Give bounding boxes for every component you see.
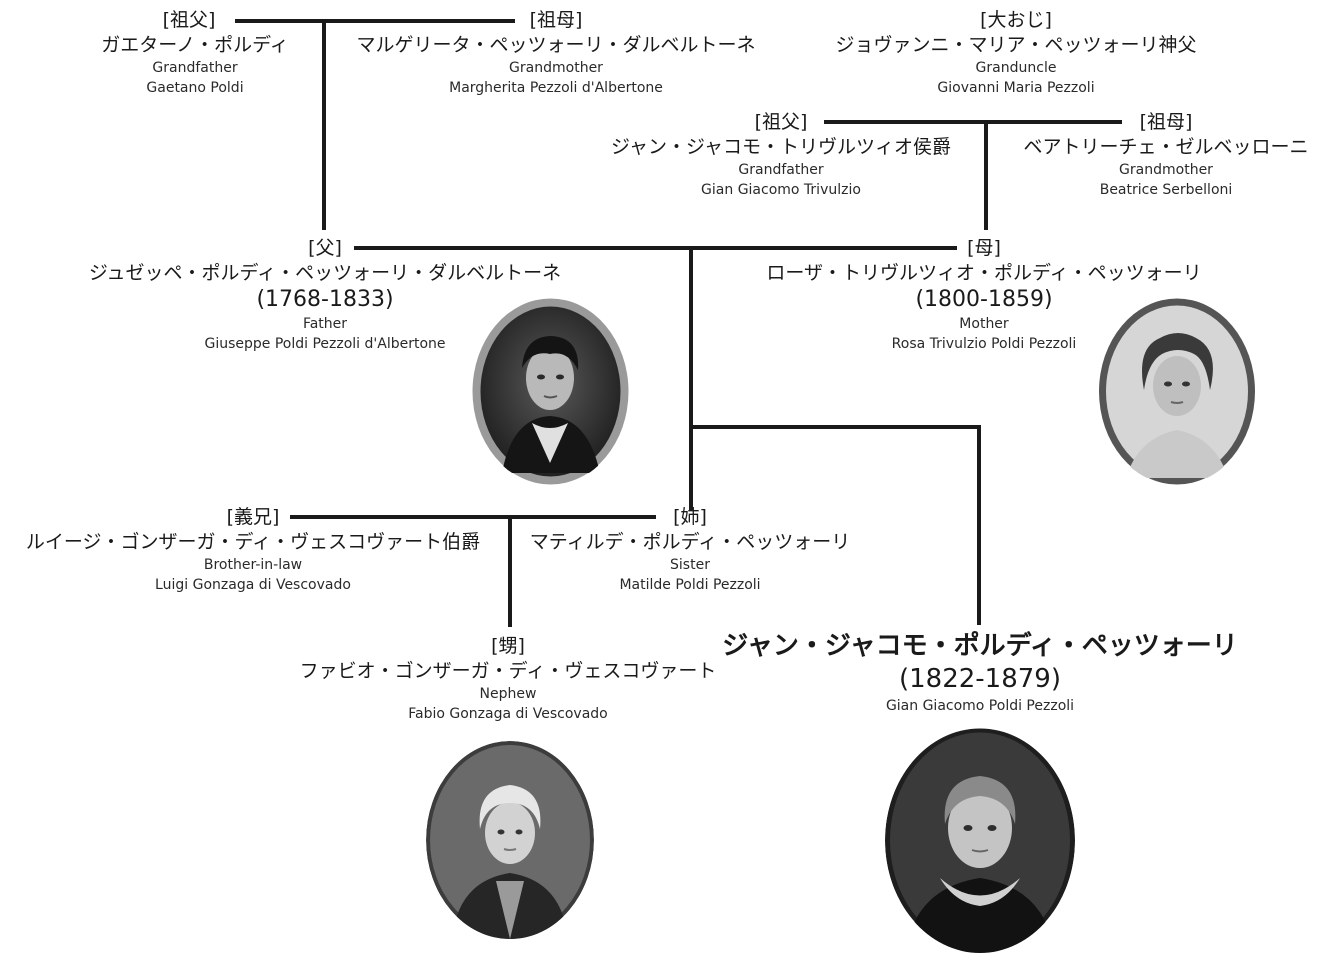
name-en: Fabio Gonzaga di Vescovado: [408, 706, 608, 722]
name-en: Gaetano Poldi: [146, 80, 244, 96]
name-jp: ローザ・トリヴルツィオ・ポルディ・ペッツォーリ: [766, 262, 1202, 284]
name-en: Luigi Gonzaga di Vescovado: [155, 577, 351, 593]
name-en: Matilde Poldi Pezzoli: [619, 577, 761, 593]
portrait-mother: [1098, 298, 1256, 485]
life-years: (1768-1833): [256, 287, 394, 312]
person-grandmother-pezzoli: [祖母] マルゲリータ・ペッツォーリ・ダルベルトーネ Grandmother M…: [356, 8, 755, 98]
name-jp: ルイージ・ゴンザーガ・ディ・ヴェスコヴァート伯爵: [25, 531, 481, 553]
role-label: [父]: [308, 237, 342, 259]
role-en: Grandmother: [509, 60, 603, 76]
name-jp: ファビオ・ゴンザーガ・ディ・ヴェスコヴァート: [299, 660, 717, 682]
name-jp: マティルデ・ポルディ・ペッツォーリ: [529, 531, 851, 553]
role-en: Grandfather: [738, 162, 824, 178]
person-nephew: [甥] ファビオ・ゴンザーガ・ディ・ヴェスコヴァート Nephew Fabio …: [300, 634, 717, 724]
role-label: [祖母]: [1139, 111, 1193, 133]
person-subject: ジャン・ジャコモ・ポルディ・ペッツォーリ (1822-1879) Gian Gi…: [722, 630, 1238, 716]
role-en: Father: [302, 316, 348, 332]
role-en: Grandfather: [152, 60, 238, 76]
name-en: Beatrice Serbelloni: [1099, 182, 1233, 198]
name-en: Gian Giacomo Trivulzio: [701, 182, 861, 198]
role-label: [義兄]: [226, 506, 280, 528]
name-en: Giovanni Maria Pezzoli: [937, 80, 1095, 96]
name-jp: マルゲリータ・ペッツォーリ・ダルベルトーネ: [356, 34, 756, 56]
role-label: [祖父]: [754, 111, 808, 133]
role-label: [甥]: [491, 635, 525, 657]
portrait-subject: [885, 728, 1075, 953]
name-jp: ベアトリーチェ・ゼルベッローニ: [1023, 136, 1309, 158]
name-en: Gian Giacomo Poldi Pezzoli: [885, 698, 1075, 714]
name-jp: ジャン・ジャコモ・ポルディ・ペッツォーリ: [722, 631, 1238, 661]
person-granduncle: [大おじ] ジョヴァンニ・マリア・ペッツォーリ神父 Granduncle Gio…: [835, 8, 1196, 98]
portrait-nephew: [426, 741, 594, 939]
role-label: [姉]: [673, 506, 707, 528]
role-en: Brother-in-law: [203, 557, 303, 573]
role-label: [母]: [967, 237, 1001, 259]
life-years: (1800-1859): [915, 287, 1053, 312]
name-en: Giuseppe Poldi Pezzoli d'Albertone: [204, 336, 446, 352]
role-en: Mother: [959, 316, 1009, 332]
role-label: [大おじ]: [980, 9, 1052, 31]
person-sister: [姉] マティルデ・ポルディ・ペッツォーリ Sister Matilde Pol…: [530, 505, 851, 595]
role-label: [祖母]: [529, 9, 583, 31]
life-years: (1822-1879): [898, 664, 1061, 694]
name-en: Margherita Pezzoli d'Albertone: [449, 80, 663, 96]
role-en: Nephew: [479, 686, 537, 702]
person-grandfather-trivulzio: [祖父] ジャン・ジャコモ・トリヴルツィオ侯爵 Grandfather Gian…: [611, 110, 951, 200]
name-jp: ガエターノ・ポルディ: [101, 34, 289, 56]
portrait-father: [472, 298, 629, 485]
person-brother-in-law: [義兄] ルイージ・ゴンザーガ・ディ・ヴェスコヴァート伯爵 Brother-in…: [26, 505, 480, 595]
name-jp: ジョヴァンニ・マリア・ペッツォーリ神父: [835, 34, 1197, 56]
role-en: Sister: [670, 557, 710, 573]
name-jp: ジャン・ジャコモ・トリヴルツィオ侯爵: [610, 136, 952, 158]
role-label: [祖父]: [162, 9, 216, 31]
role-en: Grandmother: [1119, 162, 1213, 178]
role-en: Granduncle: [975, 60, 1057, 76]
person-grandmother-serbelloni: [祖母] ベアトリーチェ・ゼルベッローニ Grandmother Beatric…: [1023, 110, 1308, 200]
person-father: [父] ジュゼッペ・ポルディ・ペッツォーリ・ダルベルトーネ (1768-1833…: [89, 236, 561, 354]
person-mother: [母] ローザ・トリヴルツィオ・ポルディ・ペッツォーリ (1800-1859) …: [766, 236, 1201, 354]
person-grandfather-poldi: [祖父] ガエターノ・ポルディ Grandfather Gaetano Pold…: [101, 8, 289, 98]
name-en: Rosa Trivulzio Poldi Pezzoli: [891, 336, 1077, 352]
name-jp: ジュゼッペ・ポルディ・ペッツォーリ・ダルベルトーネ: [88, 262, 562, 284]
